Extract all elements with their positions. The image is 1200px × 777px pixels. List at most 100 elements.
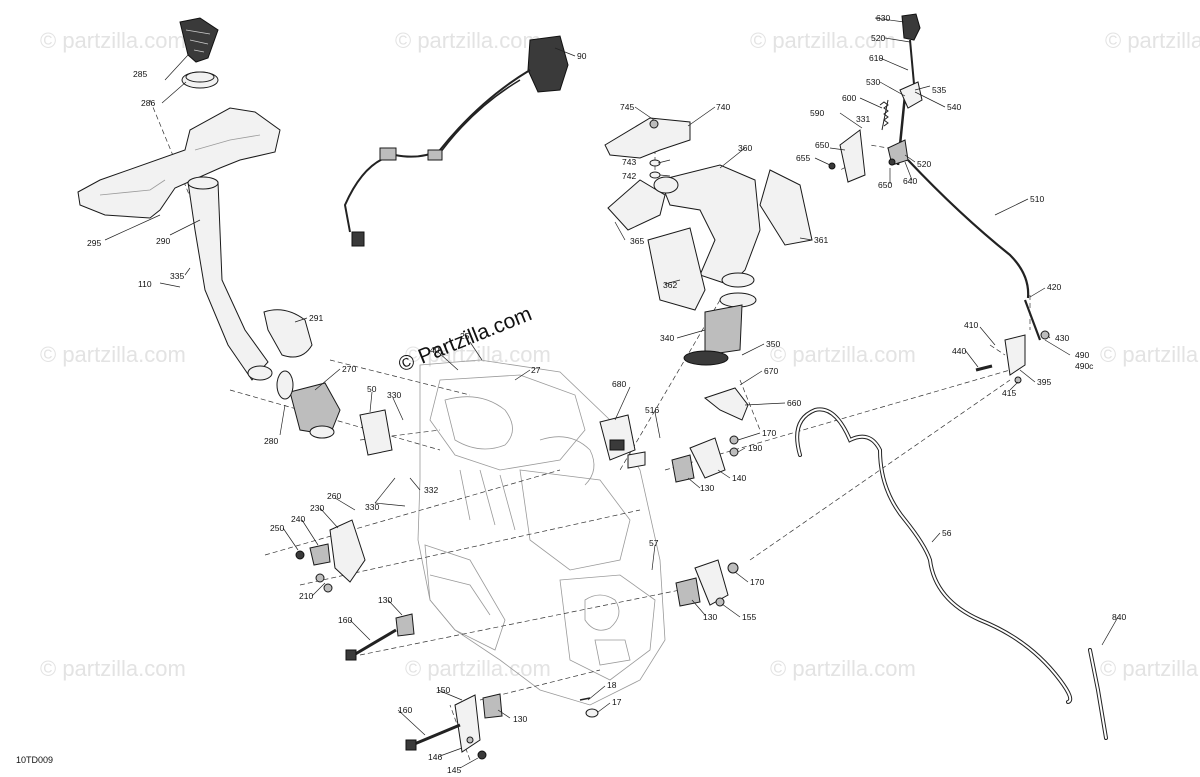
- watermark-text: © partzilla.com: [405, 342, 551, 367]
- callout-label: 90: [577, 51, 587, 61]
- callout-label: 130: [378, 595, 392, 605]
- callout-label: 365: [630, 236, 644, 246]
- callout-label: 146: [428, 752, 442, 762]
- callout-label: 395: [1037, 377, 1051, 387]
- short-hose: [1088, 648, 1108, 740]
- callout-label: 155: [742, 612, 756, 622]
- callout-label: 490: [1075, 350, 1089, 360]
- watermark-text: © partzilla.com: [1105, 28, 1200, 53]
- callout-label: 27: [531, 365, 541, 375]
- engine-mount-upper: [671, 435, 739, 483]
- callout-label: 140: [732, 473, 746, 483]
- air-box-ducts: [607, 164, 761, 288]
- callout-label: 330: [365, 502, 379, 512]
- callout-label: 145: [447, 765, 461, 775]
- wiring-harness: [343, 35, 569, 247]
- callout-labels: 630 520 610 535 530 540 600 331 590 650 …: [87, 13, 1126, 775]
- watermark-text: © partzilla.com: [750, 28, 896, 53]
- diagram-code: 10TD009: [16, 755, 53, 765]
- callout-label: 840: [1112, 612, 1126, 622]
- callout-label: 600: [842, 93, 856, 103]
- callout-label: 210: [299, 591, 313, 601]
- side-bracket: [703, 387, 749, 421]
- callout-label: 740: [716, 102, 730, 112]
- shift-lever-assembly: [828, 13, 1050, 384]
- engine-mount-left: [295, 519, 366, 593]
- intake-boot: [276, 370, 341, 439]
- callout-label: 18: [607, 680, 617, 690]
- callout-label: 440: [952, 346, 966, 356]
- callout-label: 56: [942, 528, 952, 538]
- callout-label: 410: [964, 320, 978, 330]
- callout-label: 655: [796, 153, 810, 163]
- callout-label: 285: [133, 69, 147, 79]
- callout-label: 190: [748, 443, 762, 453]
- callout-label: 330: [387, 390, 401, 400]
- callout-label: 230: [310, 503, 324, 513]
- callout-label: 670: [764, 366, 778, 376]
- callout-label: 530: [866, 77, 880, 87]
- engine-block: [417, 359, 666, 706]
- callout-label: 430: [1055, 333, 1069, 343]
- callout-label: 295: [87, 238, 101, 248]
- callout-label: 240: [291, 514, 305, 524]
- callout-label: 362: [663, 280, 677, 290]
- callout-label: 335: [170, 271, 184, 281]
- callout-label: 332: [424, 485, 438, 495]
- callout-label: 50: [367, 384, 377, 394]
- watermark-text: © partzilla.com: [40, 342, 186, 367]
- callout-label: 360: [738, 143, 752, 153]
- callout-label: 490c: [1075, 361, 1094, 371]
- small-clip: [579, 697, 599, 718]
- mount-bushing-left: [345, 613, 415, 661]
- callout-label: 680: [612, 379, 626, 389]
- callout-label: 286: [141, 98, 155, 108]
- callout-label: 516: [645, 405, 659, 415]
- callout-label: 742: [622, 171, 636, 181]
- watermark-text: © partzilla.com: [40, 28, 186, 53]
- callout-label: 17: [612, 697, 622, 707]
- callout-label: 630: [876, 13, 890, 23]
- callout-label: 170: [750, 577, 764, 587]
- leader-lines: [104, 17, 1119, 769]
- callout-label: 650: [815, 140, 829, 150]
- callout-label: 743: [622, 157, 636, 167]
- callout-label: 290: [156, 236, 170, 246]
- duct-boot: [263, 309, 313, 358]
- watermark-text: © partzilla.com: [395, 28, 541, 53]
- watermarks: © partzilla.com © partzilla.com © partzi…: [40, 28, 1200, 681]
- clamp-ring: [181, 71, 219, 89]
- callout-label: 340: [660, 333, 674, 343]
- callout-label: 130: [700, 483, 714, 493]
- callout-label: 57: [649, 538, 659, 548]
- callout-label: 331: [856, 114, 870, 124]
- callout-label: 160: [398, 705, 412, 715]
- solenoid-assembly: [599, 414, 646, 469]
- gasket-plate: [359, 409, 393, 456]
- callout-label: 40: [430, 345, 440, 355]
- callout-label: 270: [342, 364, 356, 374]
- callout-label: 25: [460, 331, 470, 341]
- callout-label: 260: [327, 491, 341, 501]
- watermark-text: © partzilla.com: [770, 656, 916, 681]
- breather-hose: [795, 407, 1073, 704]
- callout-label: 415: [1002, 388, 1016, 398]
- engine-mount-lower: [675, 559, 739, 607]
- heat-shield-plate: [77, 107, 281, 219]
- callout-label: 361: [814, 235, 828, 245]
- upper-bracket: [604, 117, 691, 179]
- callout-label: 610: [869, 53, 883, 63]
- callout-label: 420: [1047, 282, 1061, 292]
- callout-label: 250: [270, 523, 284, 533]
- watermark-text: © partzilla.com: [1100, 342, 1200, 367]
- callout-label: 160: [338, 615, 352, 625]
- callout-label: 110: [138, 279, 152, 289]
- air-intake-cap: [179, 17, 219, 63]
- callout-label: 660: [787, 398, 801, 408]
- callout-label: 150: [436, 685, 450, 695]
- intake-duct: [187, 176, 273, 381]
- duct-shields: [647, 169, 813, 311]
- callout-label: 510: [1030, 194, 1044, 204]
- callout-label: 640: [903, 176, 917, 186]
